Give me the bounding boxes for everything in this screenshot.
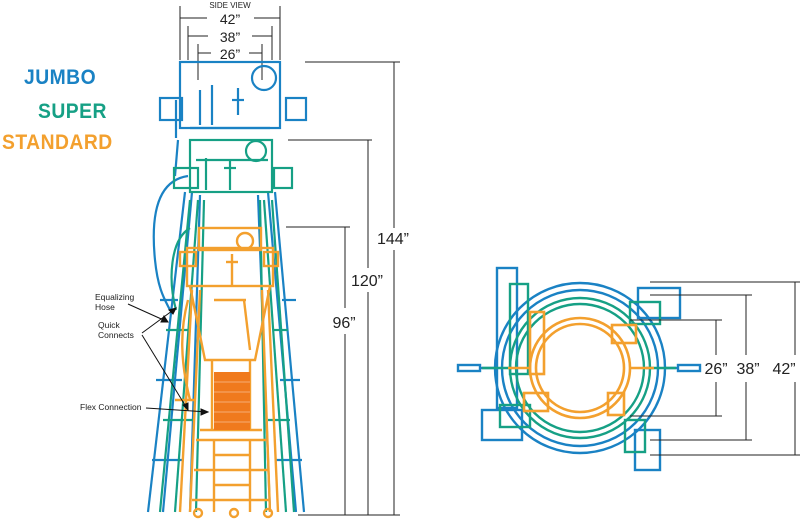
side-view-title: SIDE VIEW [209, 1, 251, 10]
height-96: 96” [332, 315, 355, 332]
legend-super: SUPER [38, 100, 107, 123]
side-width-38: 38” [220, 29, 241, 45]
top-view-dimensions [630, 281, 800, 456]
flex-connection-block [214, 372, 250, 430]
standard-unit-side [175, 226, 280, 519]
flex-connection-label: Flex Connection [80, 402, 142, 412]
equalizing-hose-label-line1: Equalizing [95, 292, 134, 302]
equalizing-hose-label-line2: Hose [95, 302, 115, 312]
flex-connection-ridges [214, 381, 250, 423]
side-view-height-dimensions [286, 61, 400, 516]
height-144: 144” [377, 231, 409, 248]
side-view-width-dimensions [179, 6, 281, 80]
legend-standard: STANDARD [2, 131, 113, 154]
quick-connects-label-line1: Quick [98, 320, 120, 330]
top-diameter-26: 26” [704, 361, 727, 378]
top-diameter-38: 38” [736, 361, 759, 378]
legend-jumbo: JUMBO [24, 66, 97, 89]
height-120: 120” [351, 273, 383, 290]
callout-leaders [127, 303, 210, 416]
quick-connects-label-line2: Connects [98, 330, 134, 340]
side-width-26: 26” [220, 46, 241, 62]
side-width-42: 42” [220, 11, 241, 27]
top-view-standard [508, 310, 654, 420]
top-diameter-42: 42” [772, 361, 795, 378]
